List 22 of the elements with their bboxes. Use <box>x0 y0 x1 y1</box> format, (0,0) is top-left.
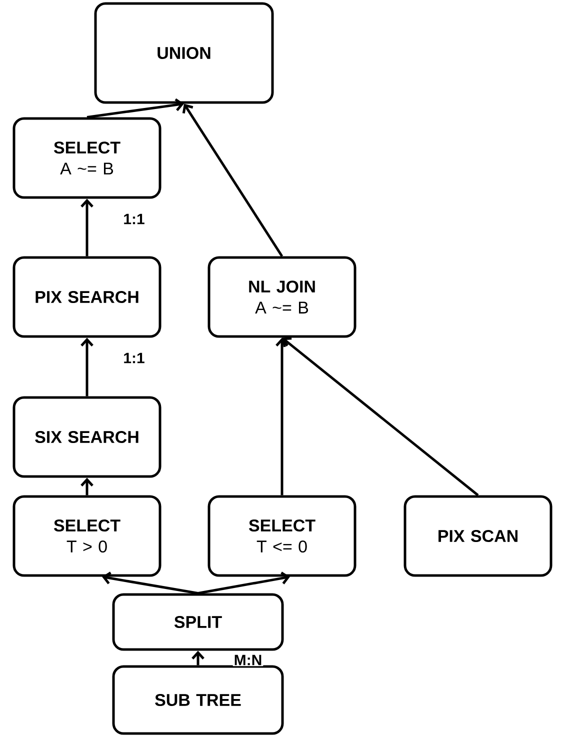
arrow <box>80 478 94 496</box>
arrow <box>198 572 290 594</box>
arrow <box>102 572 198 594</box>
arrow <box>80 338 94 396</box>
process-box: SELECT T <= 0 <box>208 495 356 577</box>
process-box: PIX SCAN <box>404 495 552 577</box>
process-box: SELECT T > 0 <box>12 495 162 577</box>
process-box: PIX SEARCH <box>12 256 162 338</box>
process-box: UNION <box>94 2 274 104</box>
arrow <box>276 338 288 496</box>
edge-label: M:N <box>232 654 264 666</box>
edge-label: 1:1 <box>122 212 146 226</box>
arrow <box>182 104 284 257</box>
edge-label: 1:1 <box>122 352 146 364</box>
process-box: SUB TREE <box>112 665 284 735</box>
arrow <box>282 337 479 496</box>
arrow <box>80 198 94 256</box>
process-box: SIX SEARCH <box>12 396 162 478</box>
process-box: NL JOIN A ~= B <box>208 256 356 338</box>
process-box: SELECT A ~= B <box>12 117 162 199</box>
arrow <box>192 650 204 666</box>
process-box: SPLIT <box>112 593 284 651</box>
